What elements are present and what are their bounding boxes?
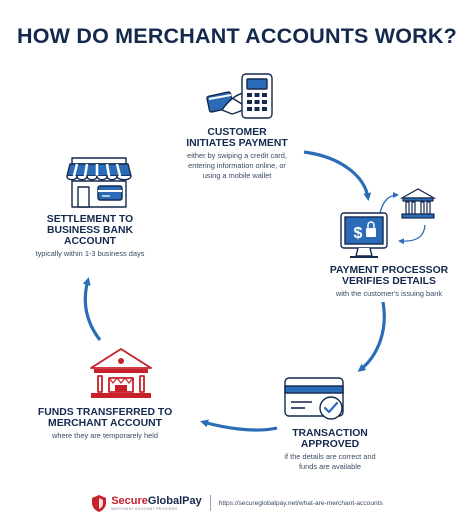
step-description: where they are temporarely held (52, 431, 158, 440)
brand-tagline: MERCHANT ACCOUNT PROVIDER (111, 507, 178, 511)
step-heading: MERCHANT ACCOUNT (48, 418, 162, 429)
step-heading: INITIATES PAYMENT (186, 138, 288, 149)
credit-card-check-icon (284, 377, 344, 420)
step-heading: FUNDS TRANSFERRED TO (37, 407, 173, 418)
step-heading: VERIFIES DETAILS (342, 276, 436, 287)
step-heading: CUSTOMER (207, 127, 267, 138)
step-description: with the customer's issuing bank (335, 289, 443, 298)
step-heading: SETTLEMENT TO (46, 214, 134, 225)
arrow-funds-to-settlement (82, 277, 102, 341)
step-description: typically within 1-3 business days (35, 249, 145, 258)
bank-icon (399, 188, 437, 219)
step-description: if the details are correct and funds are… (284, 452, 376, 471)
brand-logo: SecureGlobalPay MERCHANT ACCOUNT PROVIDE… (91, 494, 202, 513)
shield-logo-icon (92, 494, 107, 512)
step-heading: TRANSACTION (292, 428, 368, 439)
step-heading: PAYMENT PROCESSOR (329, 265, 449, 276)
arrow-processor-to-approved (357, 301, 386, 372)
brand-globalpay: GlobalPay (147, 495, 202, 507)
step-settlement: SETTLEMENT TO BUSINESS BANK ACCOUNT typi… (10, 214, 170, 259)
step-description: either by swiping a credit card, enterin… (187, 151, 287, 180)
step-heading: ACCOUNT (64, 236, 116, 247)
footer: SecureGlobalPay MERCHANT ACCOUNT PROVIDE… (0, 490, 474, 516)
source-url[interactable]: https://secureglobalpay.net/what-are-mer… (218, 499, 383, 507)
monitor-dollar-lock-icon: $ (340, 212, 388, 258)
step-customer-initiates-payment: CUSTOMER INITIATES PAYMENT either by swi… (152, 127, 322, 181)
page-title: HOW DO MERCHANT ACCOUNTS WORK? (17, 24, 457, 48)
step-transaction-approved: TRANSACTION APPROVED if the details are … (260, 428, 400, 472)
arrow-approved-to-funds (200, 419, 278, 432)
step-processor-verifies: PAYMENT PROCESSOR VERIFIES DETAILS with … (314, 265, 464, 299)
step-funds-transferred: FUNDS TRANSFERRED TO MERCHANT ACCOUNT wh… (20, 407, 190, 441)
arrow-bank-to-processor (398, 224, 426, 245)
footer-divider (209, 495, 211, 511)
arrow-processor-to-bank (379, 192, 399, 214)
storefront-icon (66, 157, 132, 208)
step-heading: BUSINESS BANK (46, 225, 134, 236)
payment-terminal-icon (241, 73, 273, 119)
brand-secure: Secure (111, 495, 148, 507)
step-heading: APPROVED (300, 439, 360, 450)
bank-red-icon (90, 348, 152, 398)
arrow-customer-to-processor (303, 150, 372, 201)
svg-text:$: $ (354, 225, 363, 242)
